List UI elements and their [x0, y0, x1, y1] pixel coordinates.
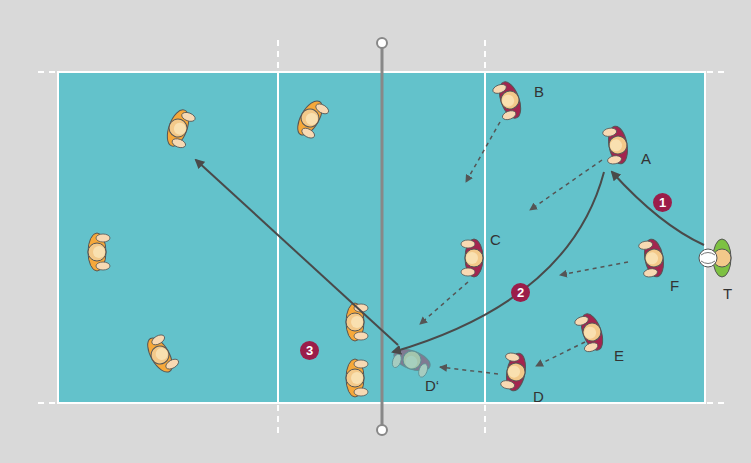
run-paths — [420, 122, 628, 374]
callout-number: 1 — [653, 193, 672, 212]
players — [88, 79, 731, 397]
player-letter: F — [670, 278, 679, 293]
player-letter: B — [534, 84, 544, 99]
net — [381, 48, 384, 425]
ball-paths — [196, 160, 704, 352]
player-letter: C — [490, 232, 501, 247]
player-letter: D — [533, 389, 544, 404]
player-letter: D‘ — [425, 378, 439, 393]
player-letter: A — [641, 151, 651, 166]
player-letter: T — [723, 286, 732, 301]
callout-number: 2 — [511, 283, 530, 302]
callout-number: 3 — [300, 341, 319, 360]
player-letter: E — [614, 348, 624, 363]
